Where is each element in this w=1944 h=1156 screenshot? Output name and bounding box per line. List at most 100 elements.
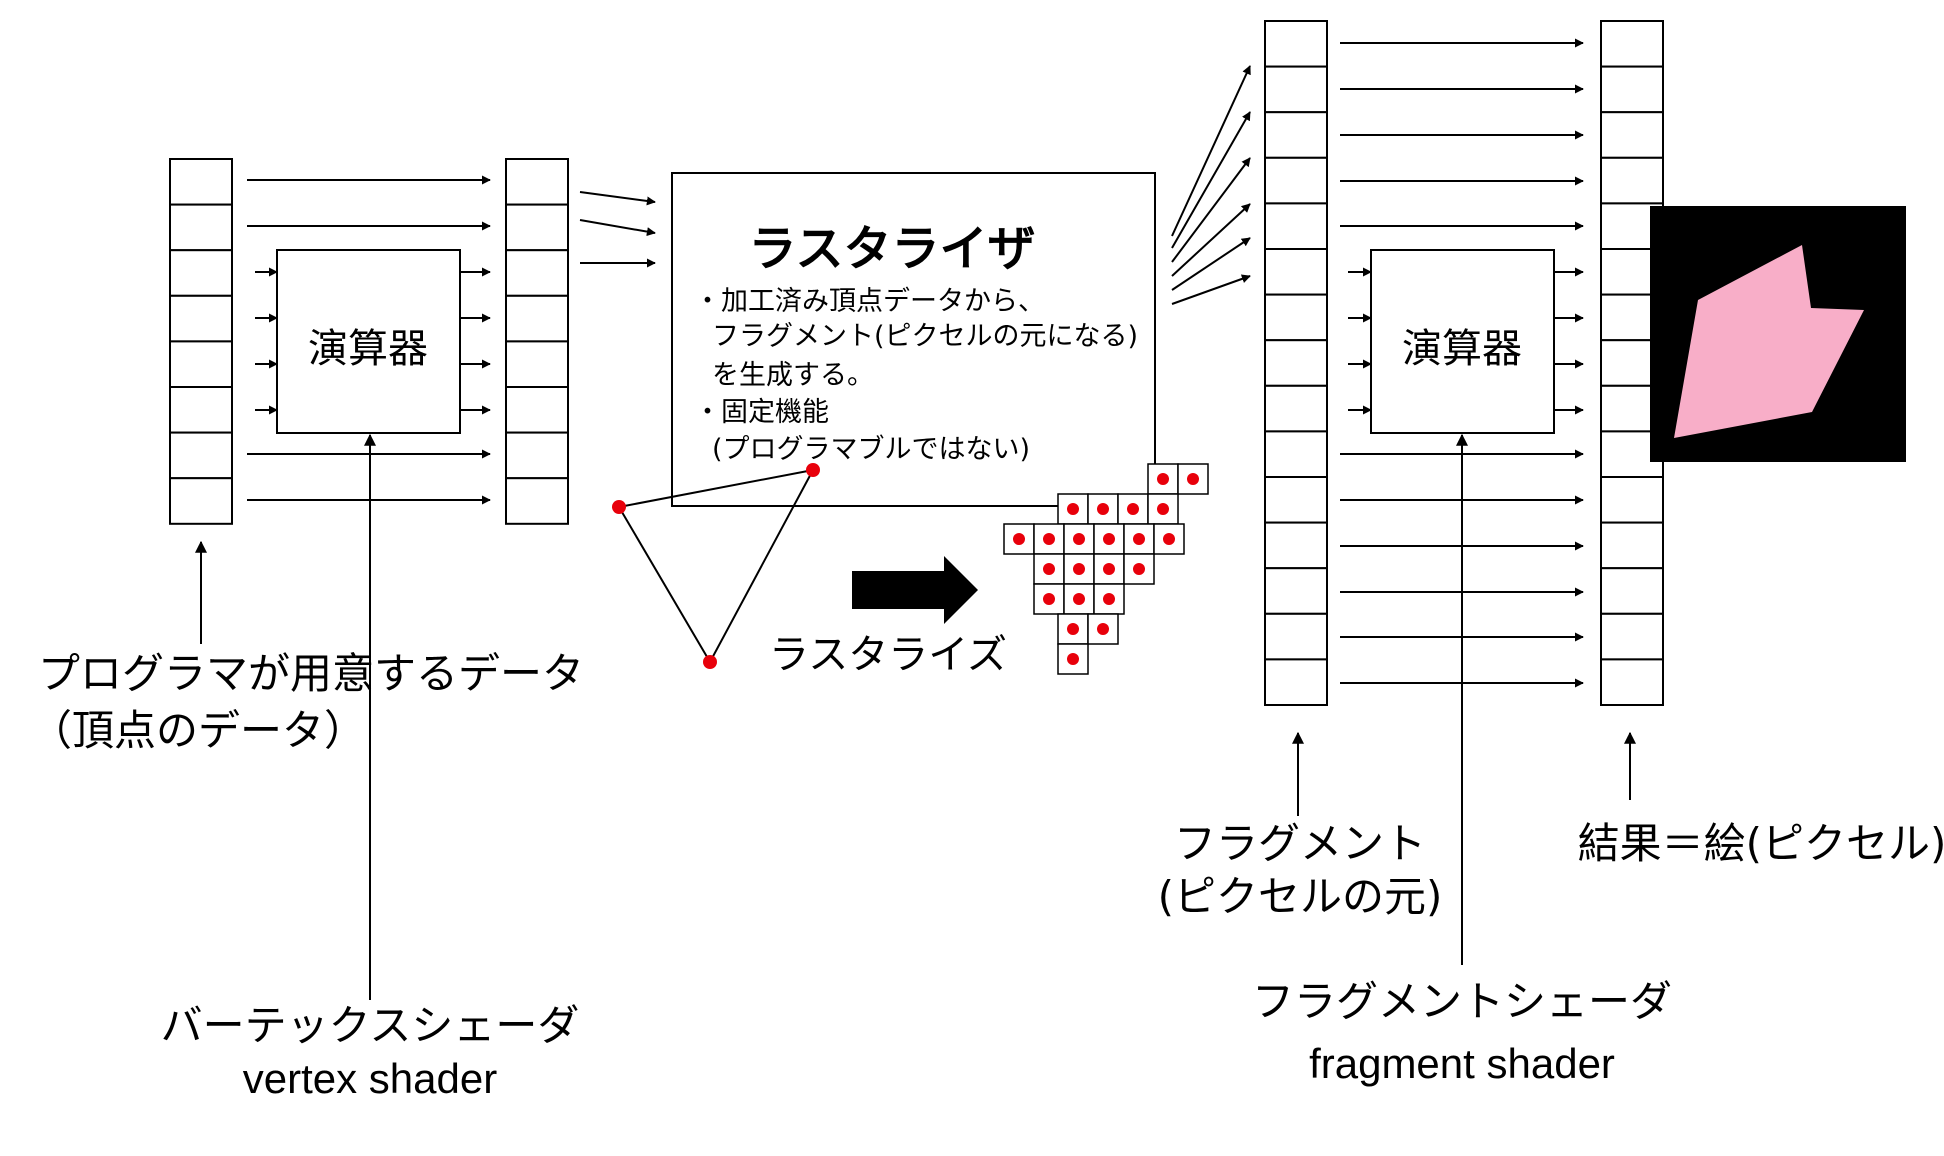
register-cell: [1600, 65, 1664, 114]
rasterizer-box: ラスタライザ ・加工済み頂点データから、 フラグメント(ピクセルの元になる) を…: [671, 172, 1156, 507]
vertex-data-label-line1: プログラマが用意するデータ: [38, 649, 584, 698]
fragment-dot: [1073, 593, 1085, 605]
vertex-alu-box: 演算器: [276, 249, 461, 434]
register-cell: [1264, 567, 1328, 615]
fragment-alu-label: 演算器: [1402, 326, 1522, 372]
register-cell: [505, 431, 569, 480]
fragment-dot: [1163, 533, 1175, 545]
fragment-dot: [1073, 563, 1085, 575]
fragment-alu-box: 演算器: [1370, 249, 1555, 434]
fragment-grid: [1003, 463, 1209, 675]
fragment-dot: [1013, 533, 1025, 545]
register-cell: [1264, 20, 1328, 68]
register-cell: [169, 249, 233, 297]
rasterizer-bullet-1: ・加工済み頂点データから、: [694, 286, 1045, 317]
fragment-dot: [1043, 563, 1055, 575]
rasterizer-title: ラスタライザ: [748, 221, 1035, 277]
vertex-triangle: [612, 463, 820, 669]
vertex-shader-label-en: vertex shader: [243, 1055, 497, 1102]
rasterizer-bullet-4: ・固定機能: [694, 397, 829, 428]
rasterizer-to-fragment-arrows: [1171, 65, 1251, 305]
fragment-dot: [1127, 503, 1139, 515]
register-cell: [1264, 384, 1328, 433]
register-cell: [1264, 65, 1328, 114]
register-cell: [169, 477, 233, 525]
triangle-vertex-dot: [612, 500, 626, 514]
register-cell: [169, 158, 233, 206]
register-cell: [1264, 156, 1328, 205]
register-cell: [505, 203, 569, 252]
rasterize-label: ラスタライズ: [769, 632, 1007, 678]
fragment-dot: [1043, 593, 1055, 605]
fragment-cell: [1063, 553, 1095, 585]
fragment-shader-label-en: fragment shader: [1309, 1040, 1615, 1087]
register-cell: [1264, 293, 1328, 342]
vertex-alu-label: 演算器: [308, 326, 428, 372]
register-cell: [1264, 476, 1328, 524]
vertex-input-column: [169, 158, 233, 525]
fragment-dot: [1043, 533, 1055, 545]
vertex-output-column: [505, 158, 569, 525]
vertex-shader-label-ja: バーテックスシェーダ: [161, 1001, 580, 1050]
fragment-label-line1: フラグメント: [1174, 819, 1426, 868]
register-cell: [505, 158, 569, 206]
register-cell: [1600, 156, 1664, 205]
register-cell: [1264, 202, 1328, 250]
register-cell: [169, 294, 233, 343]
fragment-dot: [1103, 593, 1115, 605]
register-cell: [505, 386, 569, 434]
register-cell: [1264, 248, 1328, 296]
register-cell: [1264, 430, 1328, 478]
fragment-label-line2: (ピクセルの元): [1158, 872, 1443, 921]
fragment-shader-label-ja: フラグメントシェーダ: [1252, 977, 1672, 1026]
register-cell: [169, 386, 233, 434]
register-cell: [1600, 476, 1664, 524]
register-cell: [1264, 658, 1328, 707]
register-cell: [169, 431, 233, 480]
vertex-data-label-line2: （頂点のデータ）: [30, 706, 366, 755]
fragment-dot: [1157, 473, 1169, 485]
result-image: [1650, 206, 1906, 462]
fragment-dot: [1067, 653, 1079, 665]
register-cell: [505, 249, 569, 297]
register-cell: [1600, 20, 1664, 68]
register-cell: [1264, 339, 1328, 387]
register-cell: [1264, 521, 1328, 570]
register-cell: [505, 477, 569, 525]
rasterizer-bullet-2: フラグメント(ピクセルの元になる): [712, 321, 1138, 352]
fragment-cell: [1057, 643, 1089, 675]
fragment-input-column: [1264, 20, 1328, 707]
register-cell: [1600, 111, 1664, 159]
fragment-dot: [1073, 533, 1085, 545]
register-cell: [1264, 111, 1328, 159]
fragment-dot: [1103, 533, 1115, 545]
fragment-dot: [1067, 503, 1079, 515]
register-cell: [1600, 612, 1664, 661]
register-cell: [169, 340, 233, 388]
vertex-to-rasterizer-arrows: [579, 191, 656, 268]
rasterizer-bullet-3: を生成する。: [712, 360, 874, 391]
register-cell: [169, 203, 233, 252]
vertex-shader-input-arrows: [247, 175, 491, 505]
rasterize-arrow-icon: [852, 556, 978, 624]
fragment-dot: [1187, 473, 1199, 485]
fragment-dot: [1133, 533, 1145, 545]
register-cell: [1600, 521, 1664, 570]
result-shape: [1674, 245, 1864, 438]
fragment-dot: [1157, 503, 1169, 515]
fragment-dot: [1067, 623, 1079, 635]
fragment-dot: [1097, 503, 1109, 515]
result-label: 結果＝絵(ピクセル): [1578, 819, 1944, 868]
triangle-vertex-dot: [806, 463, 820, 477]
register-cell: [1600, 658, 1664, 707]
fragment-dot: [1133, 563, 1145, 575]
triangle-vertex-dot: [703, 655, 717, 669]
fragment-dot: [1103, 563, 1115, 575]
register-cell: [1264, 612, 1328, 661]
rasterizer-bullet-5: (プログラマブルではない): [712, 434, 1030, 465]
register-cell: [1600, 567, 1664, 615]
register-cell: [505, 294, 569, 343]
register-cell: [505, 340, 569, 388]
fragment-dot: [1097, 623, 1109, 635]
